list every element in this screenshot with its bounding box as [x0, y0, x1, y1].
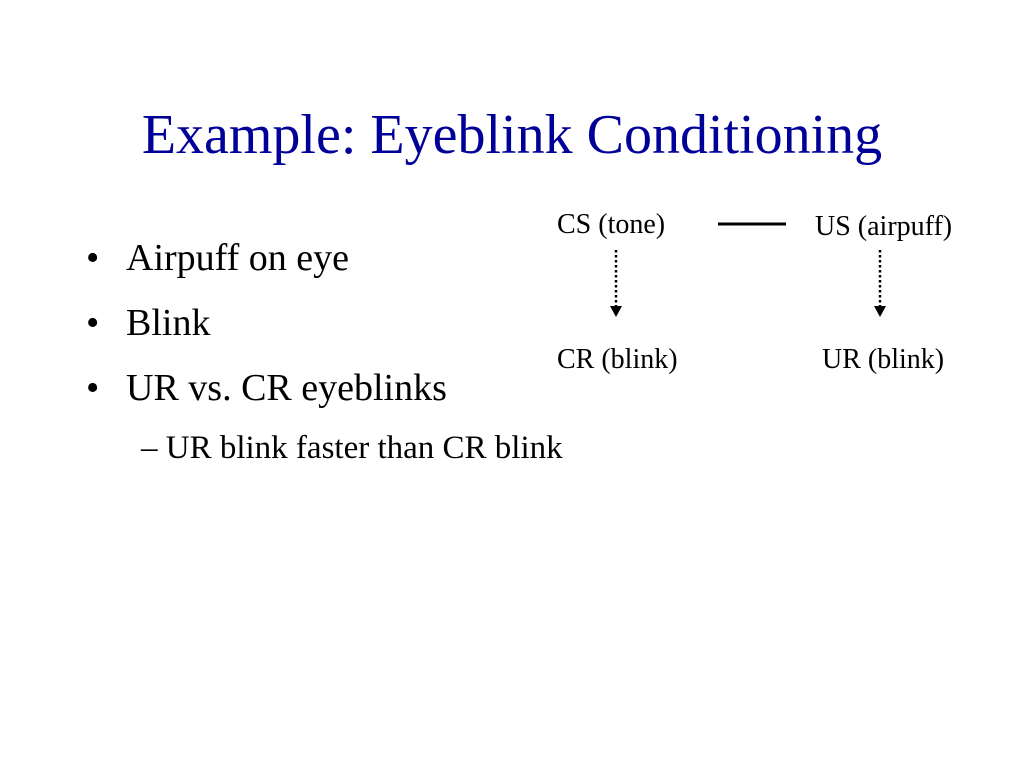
- cr-label: CR (blink): [557, 344, 678, 375]
- bullet-item-airpuff: • Airpuff on eye: [86, 234, 447, 299]
- dash-icon: –: [141, 430, 158, 466]
- bullet-text: UR vs. CR eyeblinks: [126, 367, 447, 409]
- bullet-list: • Airpuff on eye • Blink • UR vs. CR eye…: [86, 234, 447, 429]
- ur-label: UR (blink): [822, 344, 945, 375]
- us-to-ur-arrowhead-icon: [874, 306, 886, 317]
- bullet-item-blink: • Blink: [86, 299, 447, 364]
- sub-bullet-text: UR blink faster than CR blink: [165, 430, 563, 466]
- cs-label: CS (tone): [557, 209, 666, 240]
- bullet-dot-icon: •: [86, 367, 100, 409]
- bullet-text: Airpuff on eye: [126, 237, 350, 279]
- bullet-dot-icon: •: [86, 302, 100, 344]
- bullet-dot-icon: •: [86, 237, 100, 279]
- bullet-text: Blink: [126, 302, 211, 344]
- cs-to-cr-arrowhead-icon: [610, 306, 622, 317]
- slide-title: Example: Eyeblink Conditioning: [141, 104, 883, 166]
- sub-bullet-item: – UR blink faster than CR blink: [141, 426, 563, 470]
- bullet-item-ur-vs-cr: • UR vs. CR eyeblinks: [86, 364, 447, 429]
- us-label: US (airpuff): [815, 211, 953, 242]
